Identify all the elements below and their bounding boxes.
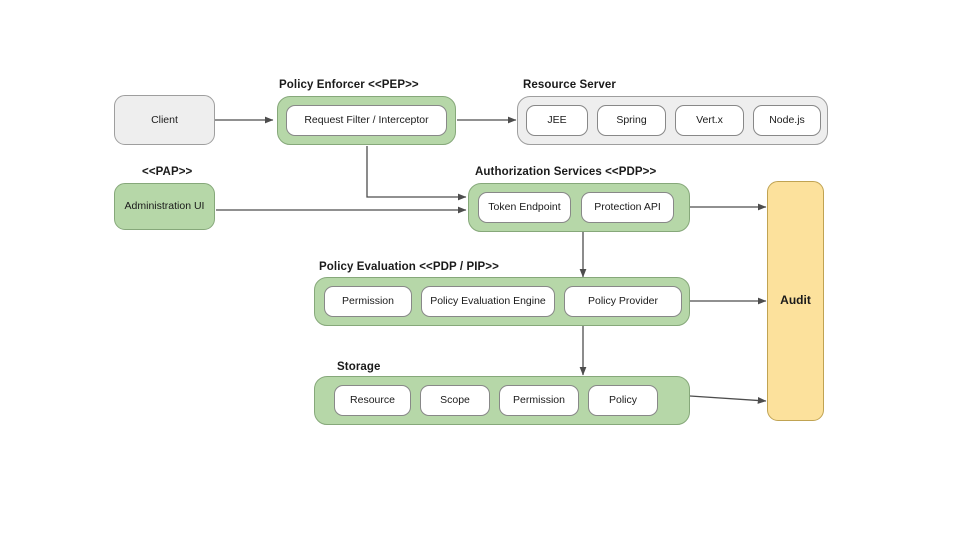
policy-evaluation-item-permission[interactable]: Permission xyxy=(324,286,412,317)
resource-server-item-spring[interactable]: Spring xyxy=(597,105,666,136)
resource-server-item-vertx[interactable]: Vert.x xyxy=(675,105,744,136)
resource-server-container: JEE Spring Vert.x Node.js xyxy=(517,96,828,145)
policy-evaluation-item-policy-provider[interactable]: Policy Provider xyxy=(564,286,682,317)
storage-item-scope[interactable]: Scope xyxy=(420,385,490,416)
storage-item-policy[interactable]: Policy xyxy=(588,385,658,416)
connector-storage-to-audit xyxy=(689,395,767,404)
policy-enforcer-label: Policy Enforcer <<PEP>> xyxy=(279,79,419,91)
policy-evaluation-container: Permission Policy Evaluation Engine Poli… xyxy=(314,277,690,326)
pap-label: <<PAP>> xyxy=(142,166,193,178)
policy-evaluation-item-engine[interactable]: Policy Evaluation Engine xyxy=(421,286,555,317)
audit-node[interactable]: Audit xyxy=(767,181,824,421)
authz-item-token-endpoint[interactable]: Token Endpoint xyxy=(478,192,571,223)
resource-server-label: Resource Server xyxy=(523,79,616,91)
authorization-services-container: Token Endpoint Protection API xyxy=(468,183,690,232)
storage-container: Resource Scope Permission Policy xyxy=(314,376,690,425)
request-filter-chip[interactable]: Request Filter / Interceptor xyxy=(286,105,447,136)
administration-ui-node[interactable]: Administration UI xyxy=(114,183,215,230)
policy-evaluation-label: Policy Evaluation <<PDP / PIP>> xyxy=(319,261,499,273)
authorization-services-label: Authorization Services <<PDP>> xyxy=(475,166,657,178)
policy-enforcer-container: Request Filter / Interceptor xyxy=(277,96,456,145)
storage-item-permission[interactable]: Permission xyxy=(499,385,579,416)
resource-server-item-nodejs[interactable]: Node.js xyxy=(753,105,821,136)
resource-server-item-jee[interactable]: JEE xyxy=(526,105,588,136)
client-node[interactable]: Client xyxy=(114,95,215,145)
connector-pep-to-authz xyxy=(366,146,467,201)
storage-label: Storage xyxy=(337,361,381,373)
storage-item-resource[interactable]: Resource xyxy=(334,385,411,416)
authz-item-protection-api[interactable]: Protection API xyxy=(581,192,674,223)
